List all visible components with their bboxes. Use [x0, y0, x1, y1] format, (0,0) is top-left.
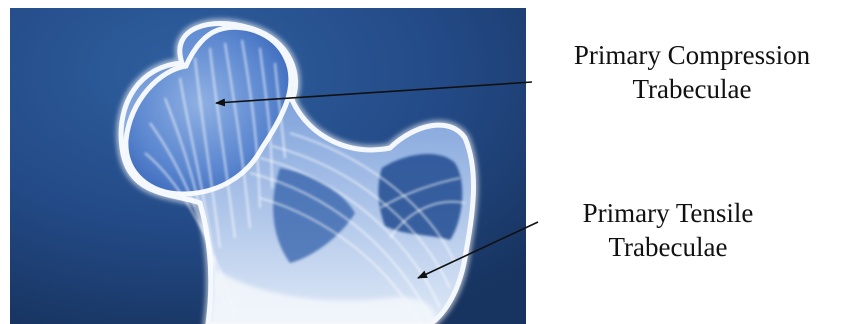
- compression-label-line1: Primary Compression: [532, 38, 852, 72]
- trochanter-window: [378, 154, 462, 240]
- tensile-label-line2: Trabeculae: [528, 230, 808, 264]
- femur-xray-image: [10, 8, 526, 324]
- compression-trabeculae-label: Primary Compression Trabeculae: [532, 38, 852, 106]
- compression-label-line2: Trabeculae: [532, 72, 852, 106]
- tensile-trabeculae-label: Primary Tensile Trabeculae: [528, 196, 808, 264]
- tensile-label-line1: Primary Tensile: [528, 196, 808, 230]
